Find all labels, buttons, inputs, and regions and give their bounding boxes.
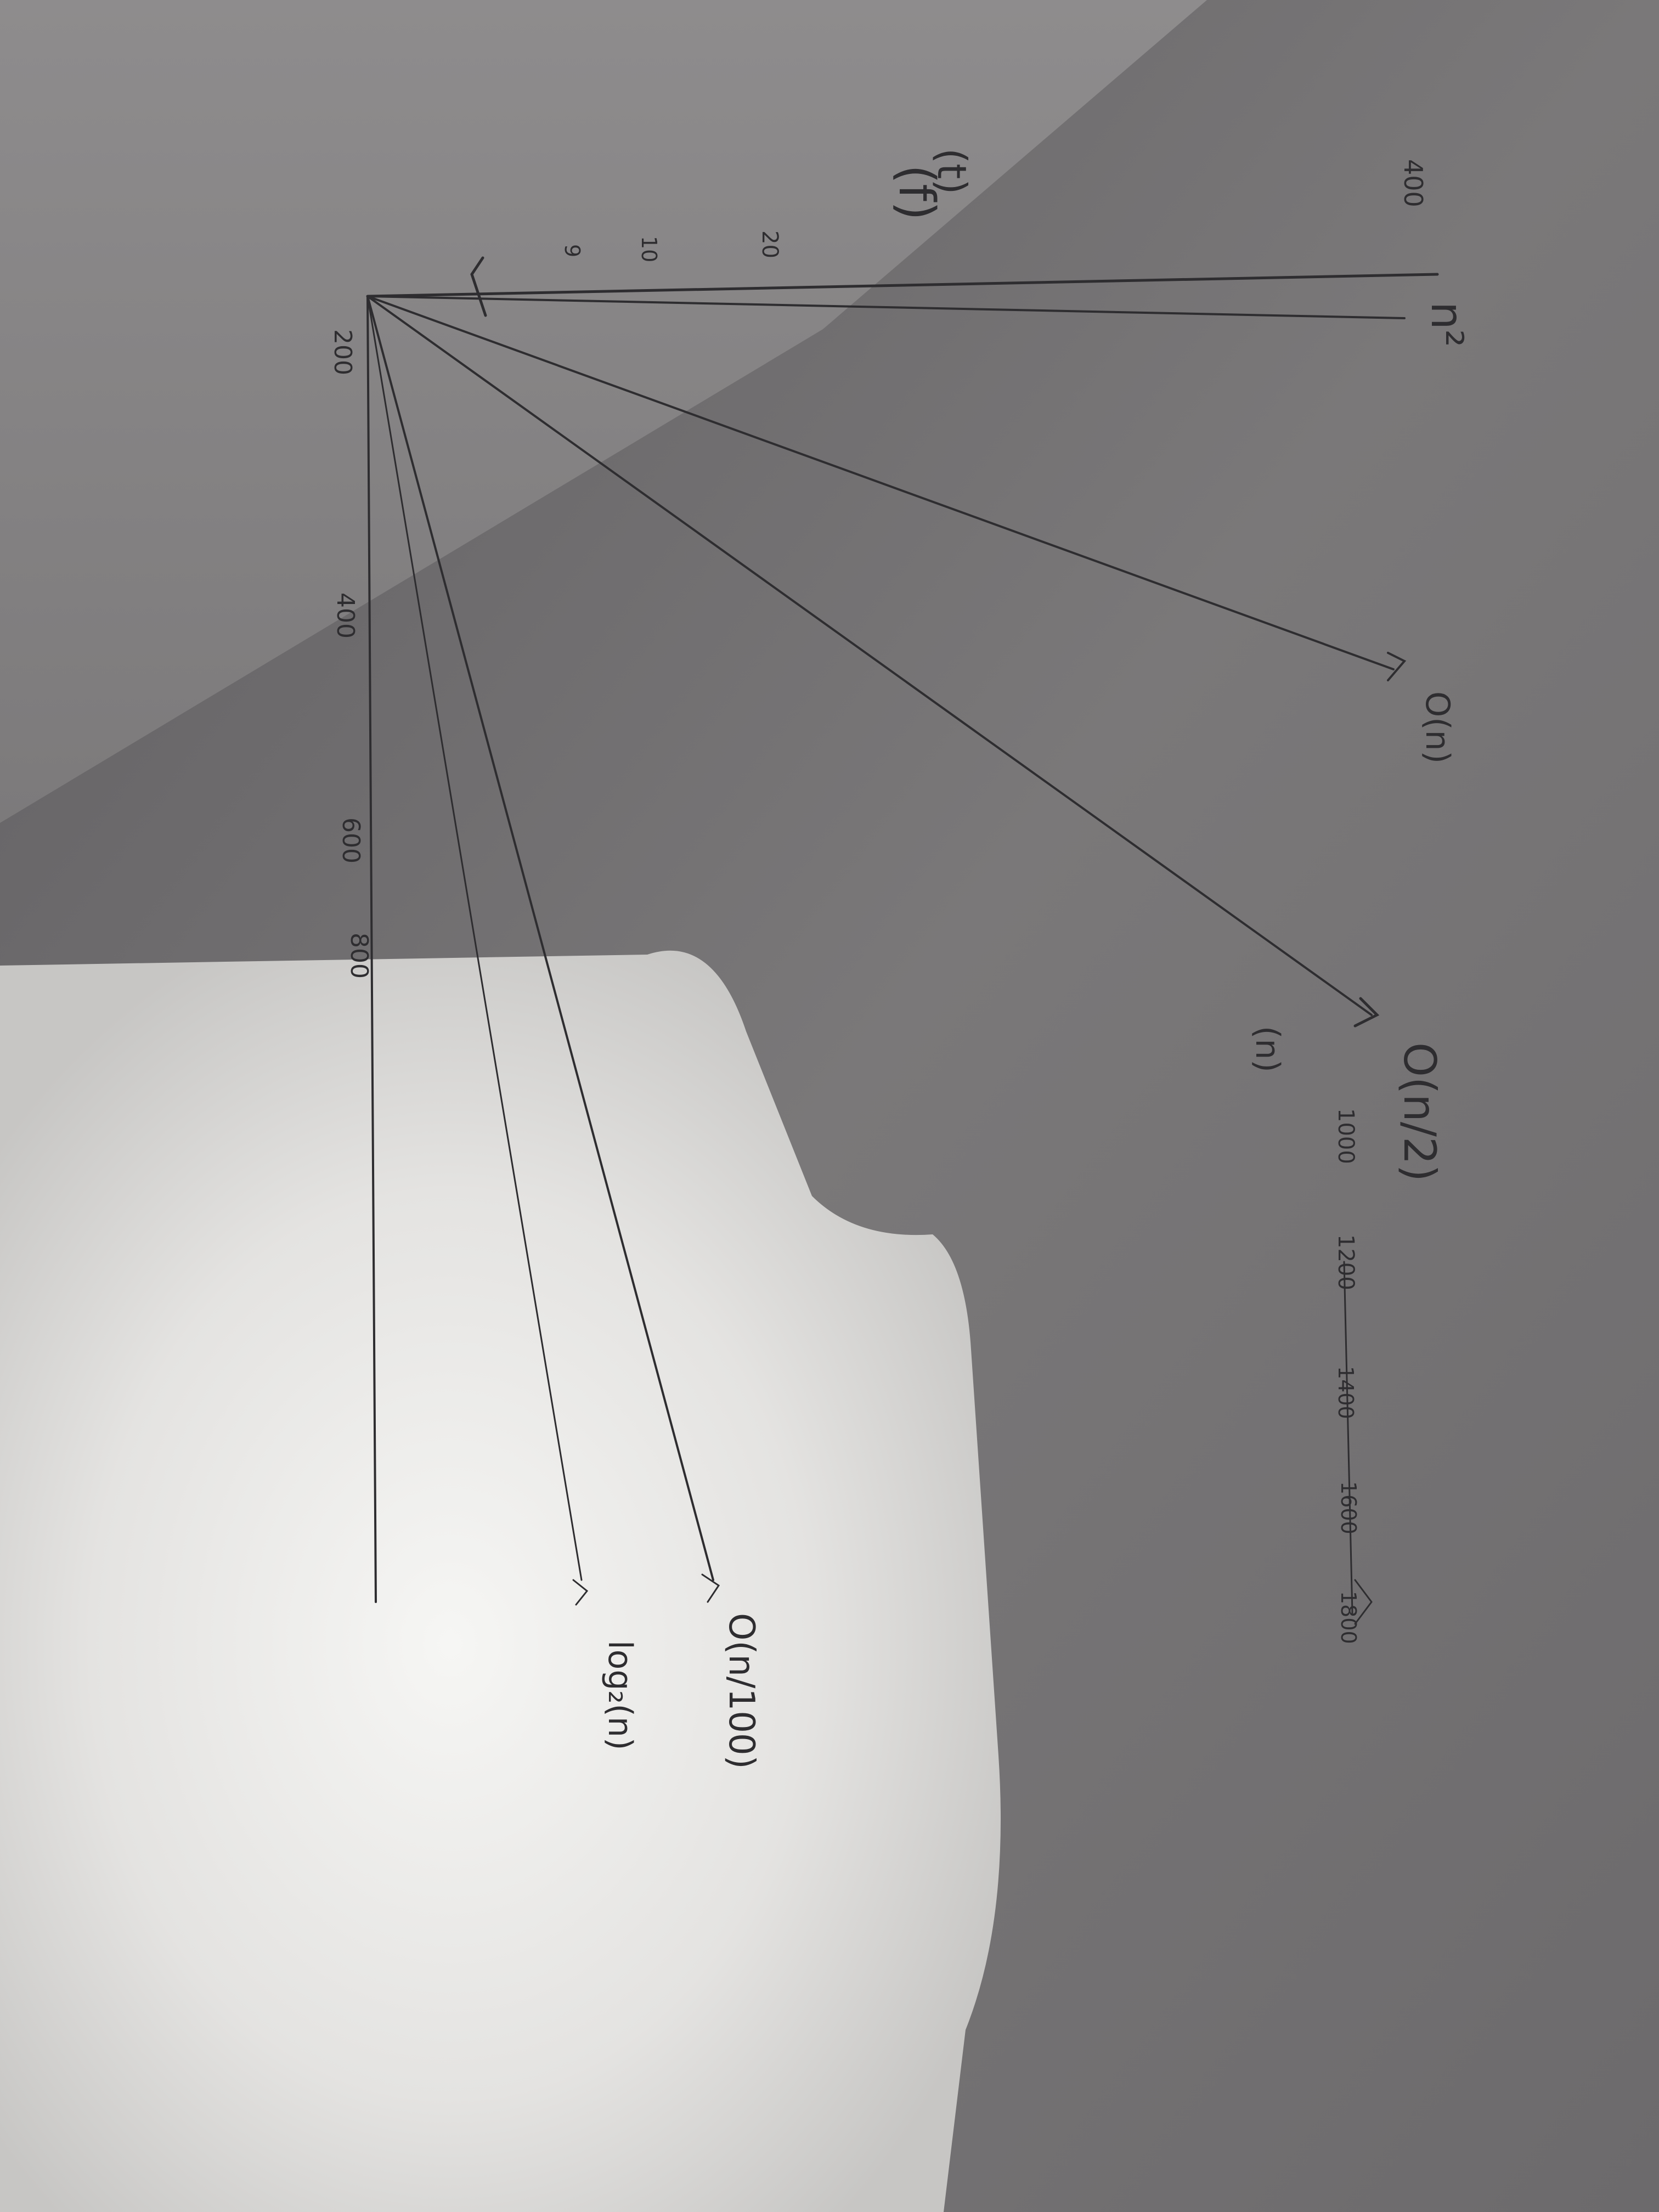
part-label: (f) xyxy=(888,165,945,221)
y-tick-400: 400 xyxy=(1398,159,1428,207)
paper-upper-left-area xyxy=(0,0,1207,823)
x-tick-400: 400 xyxy=(331,592,359,639)
curve-label-n-squared: n² xyxy=(1421,302,1472,347)
arrow-log2-n xyxy=(572,1579,589,1606)
paper-lit-area xyxy=(0,950,1001,2212)
x-tick-600: 600 xyxy=(337,817,365,864)
x-tick-200: 200 xyxy=(329,329,357,375)
curve-label-o-n: O(n) xyxy=(1418,691,1457,764)
y-tick-9: 9 xyxy=(560,244,584,257)
curve-label-o-n-over-100: O(n/100) xyxy=(721,1613,761,1769)
x-axis-upper-line xyxy=(1343,1261,1353,1614)
curve-o-n xyxy=(366,295,1395,670)
y-tick-10: 10 xyxy=(637,236,661,262)
curve-o-n-over-2 xyxy=(366,295,1373,1016)
y-axis-arrowhead xyxy=(470,256,487,317)
x-axis-arrowhead xyxy=(1354,1579,1373,1625)
x-tick-1400: 1400 xyxy=(1334,1366,1358,1419)
y-axis-label: (t) xyxy=(929,148,975,194)
x-tick-800: 800 xyxy=(345,933,373,979)
curve-log2-n xyxy=(366,295,583,1581)
x-tick-1800: 1800 xyxy=(1336,1591,1361,1644)
x-tick-1600: 1600 xyxy=(1336,1481,1361,1534)
arrow-o-n-over-2 xyxy=(1353,997,1380,1028)
hand-drawn-graph xyxy=(366,256,1439,1625)
arrow-o-n-over-100 xyxy=(701,1573,720,1603)
x-tick-1200: 1200 xyxy=(1333,1234,1358,1290)
arrow-o-n xyxy=(1387,652,1407,681)
y-axis-line xyxy=(366,273,1439,298)
x-tick-1000: 1000 xyxy=(1333,1108,1358,1164)
x-axis-label: (n) xyxy=(1248,1026,1286,1073)
curve-o-n-over-100 xyxy=(366,295,714,1581)
y-tick-20: 20 xyxy=(757,230,782,258)
curve-n-squared xyxy=(366,295,1406,319)
curve-label-o-n-over-2: O(n/2) xyxy=(1394,1042,1445,1182)
x-axis-line xyxy=(366,295,377,1603)
graph-labels: (f) (t) (n) 400 20 10 9 200 400 600 800 … xyxy=(329,148,1472,1769)
curve-label-log2-n: log₂(n) xyxy=(601,1640,639,1750)
